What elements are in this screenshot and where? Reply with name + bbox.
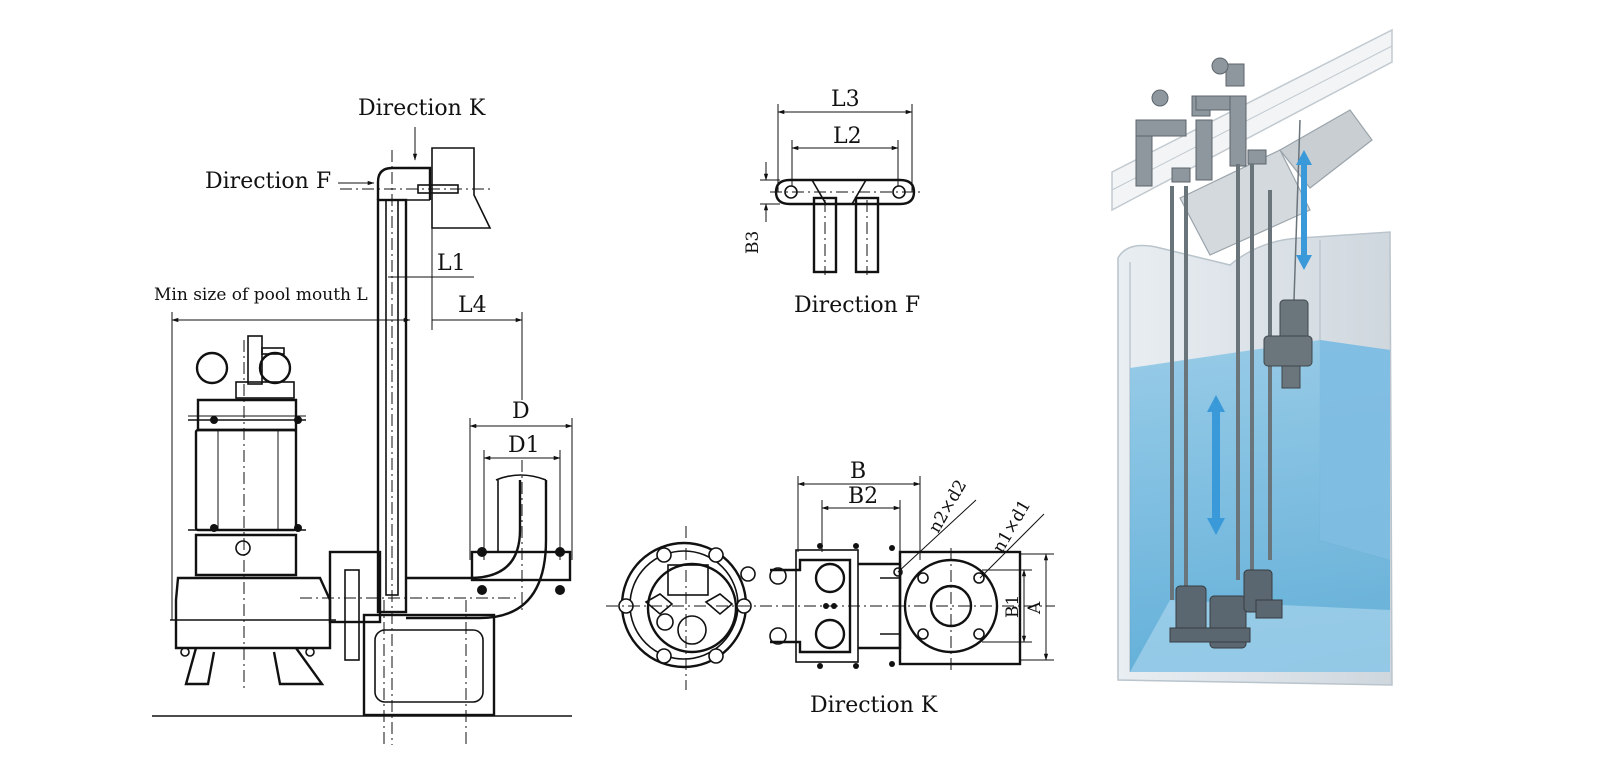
d-dimension-label: D [512, 399, 530, 424]
coupling-top-view [769, 543, 1022, 670]
side-view-drawing: Direction K Direction F L1 L4 Min size o… [152, 96, 573, 745]
direction-k-label-side: Direction K [358, 96, 486, 121]
motion-arrows [1207, 150, 1312, 535]
wall-bracket [431, 147, 492, 229]
a-dimension-label: A [1025, 601, 1045, 615]
direction-f-view: L3 L2 B3 Direction F [743, 87, 920, 318]
direction-k-view: B B2 n2×d2 n1×d1 B1 A Direction K [606, 459, 1055, 718]
l1-dimension-label: L1 [437, 251, 466, 276]
direction-f-caption: Direction F [794, 293, 920, 318]
l4-dimension-label: L4 [458, 293, 487, 318]
pump-top-view [606, 526, 1055, 690]
b-dimension-label: B [850, 459, 866, 484]
d1-dimension-label: D1 [508, 433, 540, 458]
l3-dimension-label: L3 [831, 87, 860, 112]
n1d1-label: n1×d1 [989, 497, 1035, 557]
installed-pumps [1169, 569, 1283, 649]
l2-dimension-label: L2 [833, 124, 862, 149]
b1-dimension-label: B1 [1003, 595, 1023, 618]
auto-coupling [300, 550, 520, 745]
n2d2-label: n2×d2 [925, 477, 971, 537]
direction-k-caption: Direction K [810, 693, 938, 718]
pump-body [170, 335, 336, 690]
discharge-elbow [406, 460, 572, 620]
guide-rail [376, 150, 459, 745]
direction-f-label-side: Direction F [205, 169, 331, 194]
guide-rails-3d [1170, 164, 1272, 610]
b2-dimension-label: B2 [848, 484, 878, 509]
discharge-piping [1135, 57, 1267, 187]
min-pool-mouth-label: Min size of pool mouth L [154, 285, 368, 305]
installation-illustration [1111, 28, 1393, 686]
b3-dimension-label: B3 [743, 231, 763, 254]
suspended-pump [1263, 299, 1313, 389]
